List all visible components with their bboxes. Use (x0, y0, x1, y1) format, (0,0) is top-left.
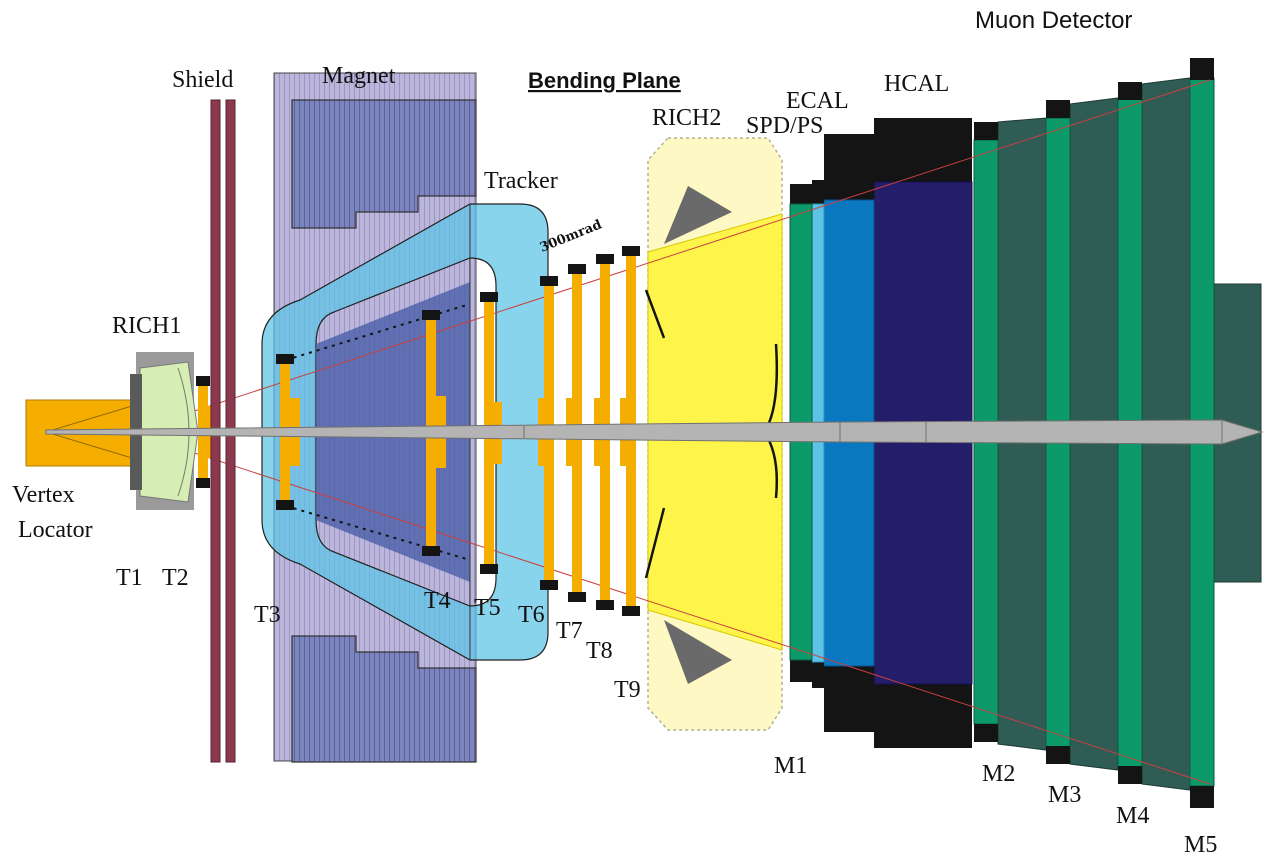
label-rich2: RICH2 (652, 105, 721, 131)
label-locator: Locator (18, 517, 93, 543)
label-m2: M2 (982, 761, 1015, 787)
title-muon-detector: Muon Detector (975, 7, 1132, 34)
label-t1: T1 (116, 565, 143, 591)
label-t4: T4 (424, 588, 451, 614)
label-t5: T5 (474, 595, 501, 621)
label-m1: M1 (774, 753, 807, 779)
beam-pipe (45, 419, 1264, 445)
rich2-mirror-bottom (664, 620, 732, 684)
label-m5: M5 (1184, 832, 1217, 857)
label-t2: T2 (162, 565, 189, 591)
magnet-coil-bottom (291, 635, 477, 763)
label-ecal: ECAL (786, 88, 849, 114)
label-magnet: Magnet (322, 63, 396, 89)
label-rich1: RICH1 (112, 313, 181, 339)
rich2-mirror-top (664, 186, 732, 244)
label-t9: T9 (614, 677, 641, 703)
label-hcal: HCAL (884, 71, 949, 97)
label-m4: M4 (1116, 803, 1149, 829)
label-bending-plane: Bending Plane (528, 68, 681, 93)
label-vertex: Vertex (12, 482, 75, 508)
magnet-coil-top (291, 99, 477, 229)
label-m3: M3 (1048, 782, 1081, 808)
label-tracker: Tracker (484, 168, 558, 194)
label-t7: T7 (556, 618, 583, 644)
label-shield: Shield (172, 67, 233, 93)
label-t8: T8 (586, 638, 613, 664)
label-t6: T6 (518, 602, 545, 628)
label-spd-ps: SPD/PS (746, 113, 823, 139)
label-t3: T3 (254, 602, 281, 628)
